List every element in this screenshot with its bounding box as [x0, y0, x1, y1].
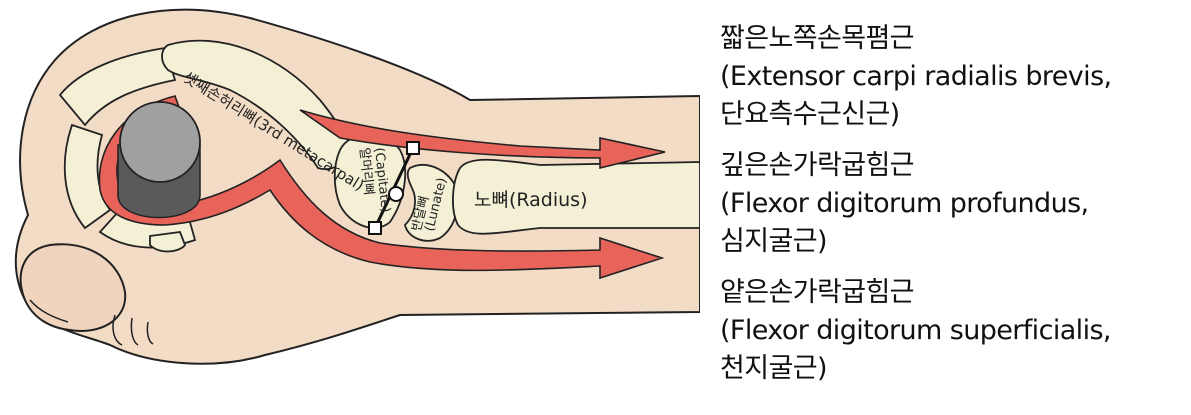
phalanx-bone	[149, 231, 187, 253]
legend-korean-name: 얕은손가락굽힘근	[720, 277, 915, 308]
legend-korean-name: 깊은손가락굽힘근	[720, 150, 915, 181]
legend-alt-name: 단요측수근신근)	[720, 99, 900, 130]
legend-item-ecrb: 짧은노쪽손목폄근 (Extensor carpi radialis brevis…	[720, 20, 1185, 134]
lunate-bone	[404, 163, 459, 242]
ball-object	[119, 101, 201, 183]
knuckle-crease	[146, 321, 154, 345]
legend-alt-name: 심지굴근)	[720, 226, 828, 257]
phalanx-bone	[63, 123, 112, 230]
knuckle-crease	[112, 314, 123, 346]
radius-label: 노뼈(Radius)	[474, 189, 588, 211]
legend-alt-name: 천지굴근)	[720, 353, 828, 384]
legend-english-name: (Extensor carpi radialis brevis,	[720, 61, 1112, 92]
radius-bone	[452, 158, 700, 235]
legend-english-name: (Flexor digitorum profundus,	[720, 188, 1089, 219]
third-metacarpal-bone	[161, 39, 357, 170]
phalanx-bone	[58, 46, 177, 127]
hand-wrist-diagram: 셋째손허리뼈(3rd metacarpal) 알머리뼈 (Capitate) 반…	[14, 8, 700, 365]
axis-center-marker	[388, 186, 404, 202]
axis-end-marker	[406, 141, 420, 155]
legend-korean-name: 짧은노쪽손목폄근	[720, 23, 915, 54]
thumb-shape	[19, 243, 127, 332]
axis-end-marker	[368, 221, 382, 235]
knuckle-crease	[130, 317, 139, 346]
capitate-label-en: (Capitate)	[371, 147, 393, 213]
legend-item-fdp: 깊은손가락굽힘근 (Flexor digitorum profundus, 심지…	[720, 147, 1185, 261]
legend-item-fds: 얕은손가락굽힘근 (Flexor digitorum superficialis…	[720, 274, 1185, 388]
muscle-legend: 짧은노쪽손목폄근 (Extensor carpi radialis brevis…	[720, 20, 1185, 401]
capitate-label-ko: 알머리뼈	[356, 147, 376, 196]
thumb-nail	[29, 299, 69, 323]
legend-english-name: (Flexor digitorum superficialis,	[720, 315, 1112, 346]
